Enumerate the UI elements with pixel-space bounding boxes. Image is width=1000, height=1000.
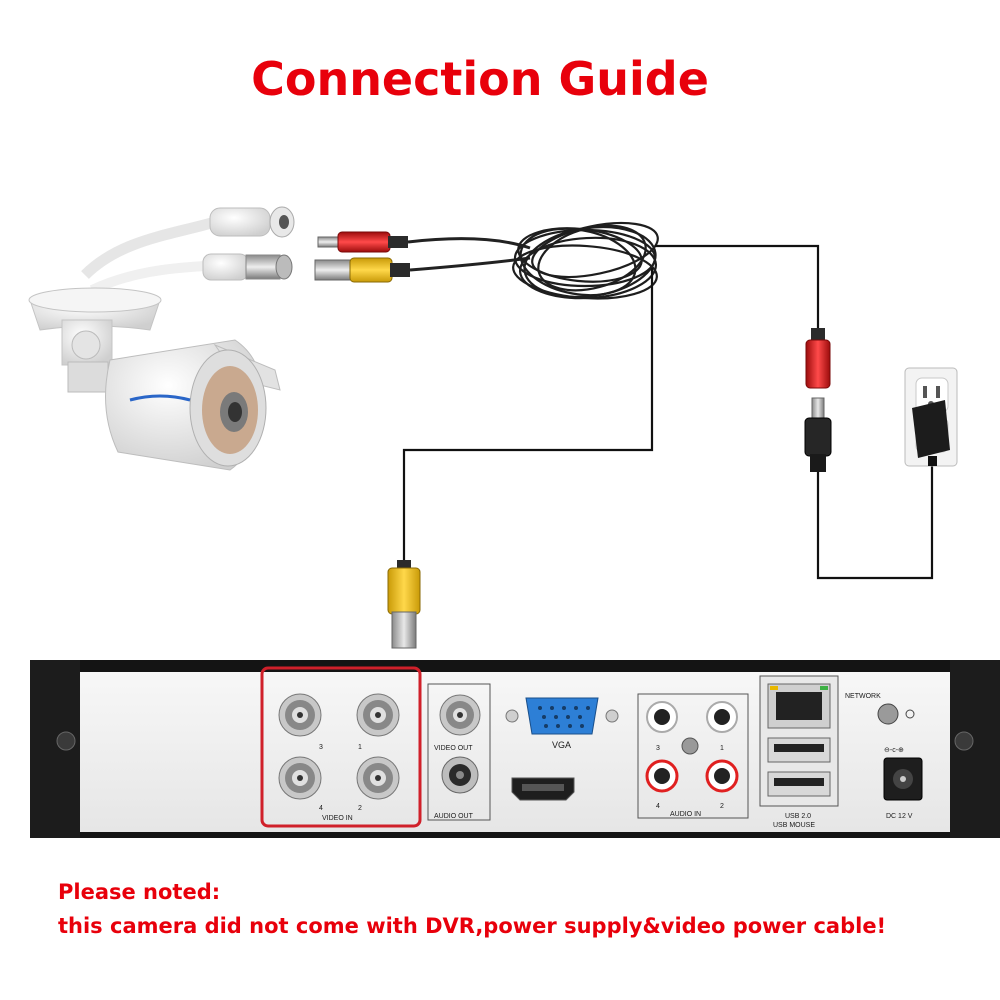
audio-in-port-4[interactable] xyxy=(645,759,679,793)
bnc-port-1[interactable] xyxy=(356,693,400,737)
audio-ch2-label: 2 xyxy=(720,803,724,810)
note-text: this camera did not come with DVR,power … xyxy=(58,914,887,938)
audio-in-box xyxy=(637,693,749,819)
hdmi-port[interactable] xyxy=(511,777,575,801)
bnc-port-2[interactable] xyxy=(356,756,400,800)
dvr-rear-panel xyxy=(30,660,1000,838)
audio-in-port-1[interactable] xyxy=(706,701,738,733)
ch1-label: 1 xyxy=(358,744,362,751)
ground-symbol-icon xyxy=(905,709,915,719)
audio-ch4-label: 4 xyxy=(656,803,660,810)
page-title: Connection Guide xyxy=(251,52,709,106)
ch2-label: 2 xyxy=(358,805,362,812)
dc-power-jack[interactable] xyxy=(883,757,923,801)
bnc-port-3[interactable] xyxy=(278,693,322,737)
bnc-connector-icon xyxy=(387,560,421,649)
ch4-label: 4 xyxy=(319,805,323,812)
video-out-label: VIDEO OUT xyxy=(434,745,473,752)
video-in-ports: 3 1 4 2 VIDEO IN xyxy=(260,666,422,828)
ethernet-port[interactable] xyxy=(767,683,831,729)
video-in-highlight xyxy=(260,666,422,828)
usb-label: USB 2.0 xyxy=(785,813,811,820)
ch3-label: 3 xyxy=(319,744,323,751)
dc-plug-icon xyxy=(804,397,832,472)
vga-label: VGA xyxy=(552,740,571,750)
audio-in-label: AUDIO IN xyxy=(670,811,701,818)
usb-port-1[interactable] xyxy=(767,737,831,763)
network-label: NETWORK xyxy=(845,693,881,700)
note-heading: Please noted: xyxy=(58,880,221,904)
vga-port[interactable] xyxy=(505,697,619,735)
audio-out-port[interactable] xyxy=(441,756,479,794)
dc-plug-icon xyxy=(317,231,408,253)
bnc-connector-icon xyxy=(314,257,410,283)
ground-screw-icon xyxy=(681,737,699,755)
video-out-port[interactable] xyxy=(439,694,481,736)
audio-in-port-2[interactable] xyxy=(705,759,739,793)
power-adapter-icon xyxy=(912,400,950,466)
bnc-port-4[interactable] xyxy=(278,756,322,800)
audio-ch1-label: 1 xyxy=(720,745,724,752)
usb-port-2[interactable] xyxy=(767,771,831,797)
polarity-icon: ⊖-c-⊕ xyxy=(884,747,904,754)
audio-ch3-label: 3 xyxy=(656,745,660,752)
audio-in-port-3[interactable] xyxy=(646,701,678,733)
video-in-label: VIDEO IN xyxy=(322,815,353,822)
camera-icon xyxy=(28,206,295,471)
ground-terminal-icon xyxy=(877,703,899,725)
dc-plug-icon xyxy=(805,328,831,389)
dc-label: DC 12 V xyxy=(886,813,913,820)
audio-out-label: AUDIO OUT xyxy=(434,813,474,820)
usb-mouse-label: USB MOUSE xyxy=(773,822,815,829)
cable-coil-icon xyxy=(512,221,659,300)
